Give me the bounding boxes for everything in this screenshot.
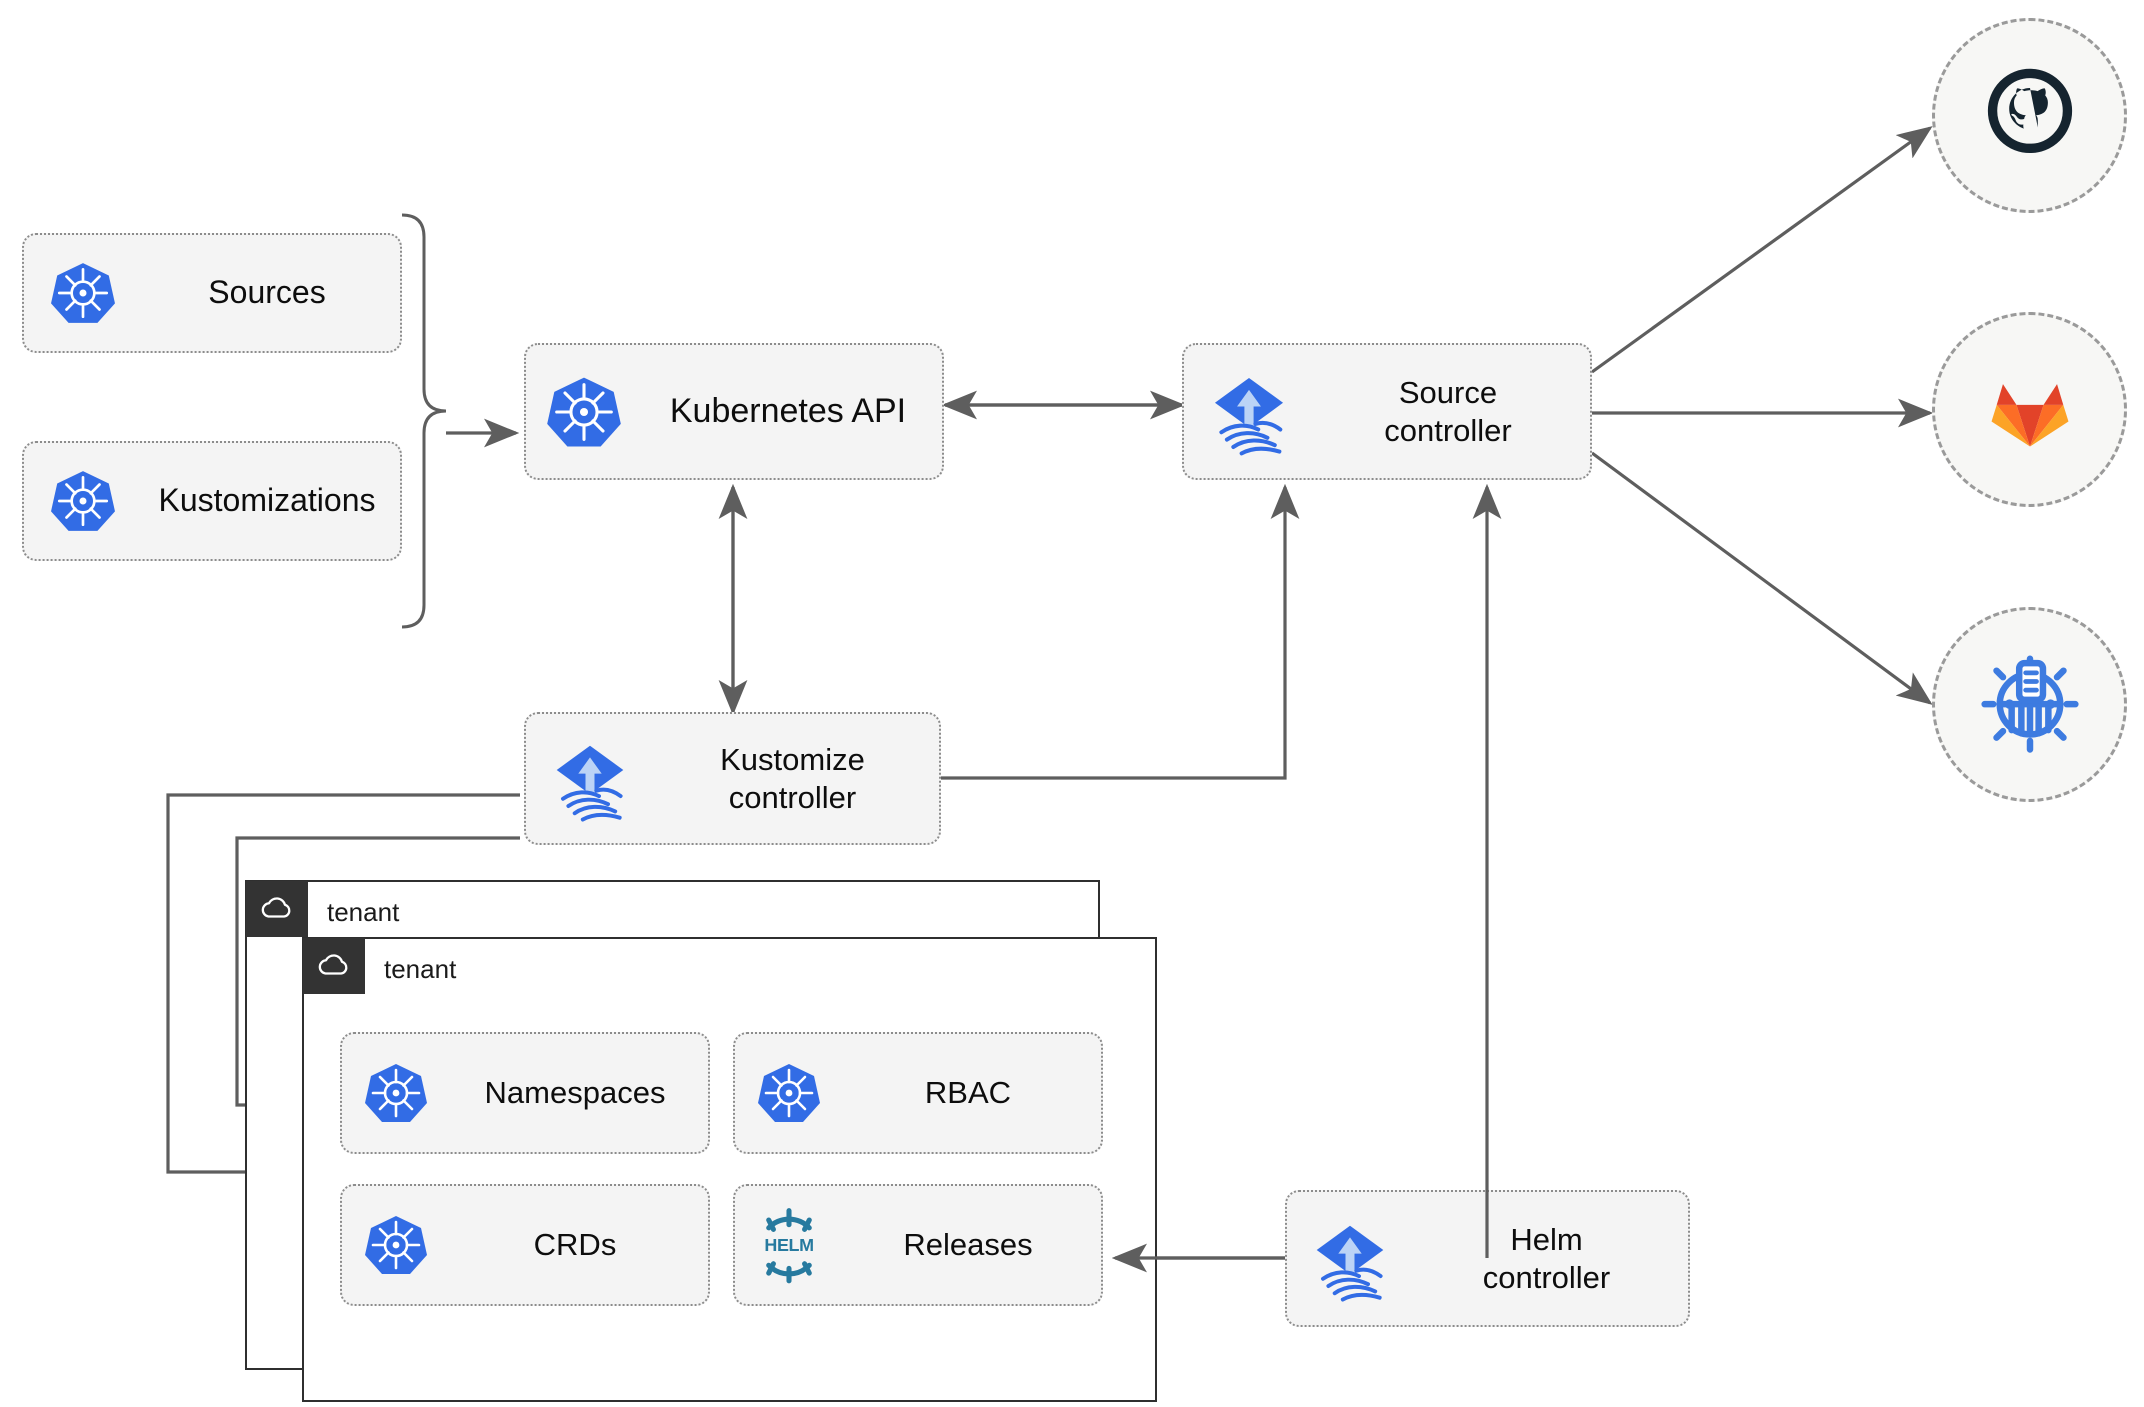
kubernetes-icon — [342, 1061, 450, 1125]
kubernetes-icon — [24, 260, 142, 326]
tenant-tab-front — [303, 938, 365, 994]
source-controller-label: Source controller — [1384, 374, 1512, 448]
cloud-icon — [258, 893, 296, 926]
provider-bucket[interactable] — [1932, 607, 2127, 802]
helm-controller-label: Helm controller — [1482, 1221, 1611, 1295]
gitlab-icon — [1978, 355, 2082, 464]
tenant-resource-namespaces[interactable]: Namespaces — [340, 1032, 710, 1154]
resource-kustomizations[interactable]: Kustomizations — [22, 441, 402, 561]
source-controller-node[interactable]: Source controller — [1182, 343, 1592, 480]
tenant-label-front: tenant — [384, 954, 457, 984]
helm-icon: HELM — [735, 1206, 843, 1284]
bucket-icon — [1976, 648, 2084, 761]
tenant-resource-releases[interactable]: HELM Releases — [733, 1184, 1103, 1306]
tenant-resource-label: RBAC — [924, 1075, 1012, 1111]
cloud-icon — [315, 950, 353, 983]
tenant-resource-label: CRDs — [533, 1227, 617, 1263]
kubernetes-icon — [24, 468, 142, 534]
tenant-box-front[interactable]: tenant — [302, 937, 1157, 1402]
svg-text:HELM: HELM — [764, 1235, 813, 1255]
tenant-resource-rbac[interactable]: RBAC — [733, 1032, 1103, 1154]
resource-sources[interactable]: Sources — [22, 233, 402, 353]
tenant-label-back: tenant — [327, 897, 400, 927]
flux-icon — [1287, 1214, 1413, 1304]
tenant-resource-label: Namespaces — [484, 1075, 666, 1111]
flux-icon — [1184, 366, 1314, 458]
kubernetes-icon — [526, 374, 642, 450]
kustomize-controller-node[interactable]: Kustomize controller — [524, 712, 941, 845]
flux-icon — [526, 734, 654, 824]
tenant-tab-back — [246, 881, 308, 937]
tenant-resource-crds[interactable]: CRDs — [340, 1184, 710, 1306]
tenant-resource-label: Releases — [903, 1227, 1033, 1263]
provider-gitlab[interactable] — [1932, 312, 2127, 507]
kustomize-controller-label: Kustomize controller — [720, 741, 865, 815]
kubernetes-icon — [735, 1061, 843, 1125]
resource-label: Kustomizations — [158, 482, 376, 519]
provider-github[interactable] — [1932, 18, 2127, 213]
kubernetes-api-label: Kubernetes API — [669, 391, 907, 430]
resource-label: Sources — [208, 274, 326, 311]
kubernetes-icon — [342, 1213, 450, 1277]
github-icon — [1978, 61, 2082, 170]
